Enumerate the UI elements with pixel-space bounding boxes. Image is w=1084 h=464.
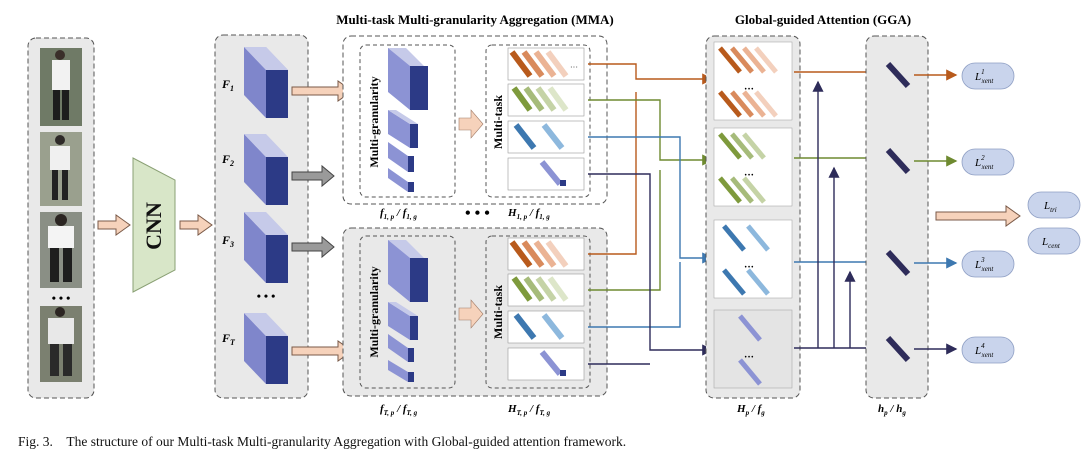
- hp-hg-panel: [865, 35, 929, 399]
- mma-bottom-h-label: HT, p / fT, g: [507, 403, 551, 417]
- svg-text:···: ···: [744, 170, 754, 181]
- svg-text:Ltri: Ltri: [1043, 200, 1057, 214]
- cnn-block: [132, 157, 176, 293]
- mma-top-granularity-cubes: [388, 48, 428, 192]
- pedestrian-image-4: [40, 306, 82, 382]
- loss-cent: Lcent: [1027, 227, 1081, 255]
- mma-top-task-navy: [507, 157, 585, 191]
- arrow-to-global-losses: [935, 205, 1021, 227]
- arrow-cnn-to-features: [179, 214, 213, 236]
- mma-bottom-task-blue: [507, 310, 585, 344]
- feature-label-2: F2: [221, 152, 234, 168]
- features-ellipsis: • • •: [257, 289, 276, 303]
- svg-text:···: ···: [744, 262, 754, 273]
- feature-cube-1: [244, 47, 288, 118]
- hp-vector-3: [885, 249, 911, 277]
- gga-blue-block: ···: [713, 219, 793, 299]
- feature-label-t: FT: [221, 331, 236, 347]
- caption-text: The structure of our Multi-task Multi-gr…: [66, 434, 627, 449]
- arrow-f3: [291, 235, 335, 259]
- gga-title: Global-guided Attention (GGA): [735, 12, 911, 27]
- mma-top-h-label: H1, p / f1, g: [507, 207, 550, 221]
- arrow-f2: [291, 164, 335, 188]
- mma-top-f-label: f1, p / f1, g: [380, 207, 417, 221]
- arrow-top-granularity-to-task: [458, 109, 484, 139]
- mma-between-ellipsis: • • •: [465, 205, 490, 222]
- caption-prefix: Fig. 3.: [18, 434, 53, 449]
- mma-bottom-granularity-cubes: [388, 240, 428, 382]
- feature-cube-3: [244, 212, 288, 283]
- feature-label-1: F1: [221, 77, 234, 93]
- gga-hp-label: Hp / fg: [736, 403, 765, 417]
- mma-bottom-task-green: [507, 273, 585, 307]
- arrow-bottom-granularity-to-task: [458, 299, 484, 329]
- feature-cube-2: [244, 134, 288, 205]
- figure-diagram: Multi-task Multi-granularity Aggregation…: [27, 12, 1081, 417]
- gga-orange-block: ···: [713, 41, 793, 121]
- loss-arrows: [914, 69, 958, 355]
- loss-tri: Ltri: [1027, 191, 1081, 219]
- hg-vector: [885, 335, 911, 363]
- svg-text:···: ···: [744, 84, 754, 95]
- gga-panel: [705, 35, 801, 399]
- pedestrian-image-1: [40, 48, 82, 126]
- hp-vector-2: [885, 147, 911, 175]
- gga-green-block: ···: [713, 127, 793, 207]
- pedestrian-image-2: [40, 132, 82, 206]
- mma-top-granularity-label: Multi-granularity: [367, 76, 381, 167]
- svg-text:···: ···: [570, 63, 578, 72]
- mma-top-task-orange: ···: [507, 47, 585, 81]
- svg-text:···: ···: [744, 352, 754, 363]
- mma-bottom-f-label: fT, p / fT, g: [380, 403, 418, 417]
- mma-top-task-blue: [507, 120, 585, 154]
- mma-top-task-label: Multi-task: [491, 95, 505, 149]
- hp-vector-1: [885, 61, 911, 89]
- figure-caption: Fig. 3. The structure of our Multi-task …: [18, 434, 626, 450]
- gga-navy-block: ···: [713, 309, 793, 389]
- routing-lines: [588, 63, 714, 365]
- svg-text:Lcent: Lcent: [1041, 236, 1061, 250]
- feature-cube-t: [244, 313, 288, 384]
- gga-output-lines: [794, 66, 882, 354]
- mma-bottom-task-navy: [507, 347, 585, 381]
- arrow-images-to-cnn: [97, 214, 131, 236]
- images-ellipsis: • • •: [52, 291, 71, 305]
- feature-label-3: F3: [221, 233, 234, 249]
- mma-bottom-granularity-label: Multi-granularity: [367, 266, 381, 357]
- mma-top-task-green: [507, 83, 585, 117]
- hp-hg-label: hp / hg: [878, 403, 906, 417]
- pedestrian-image-3: [40, 212, 82, 288]
- mma-bottom-task-orange: [507, 237, 585, 271]
- mma-bottom-task-label: Multi-task: [491, 285, 505, 339]
- mma-title: Multi-task Multi-granularity Aggregation…: [336, 12, 613, 27]
- cnn-label: CNN: [141, 202, 166, 250]
